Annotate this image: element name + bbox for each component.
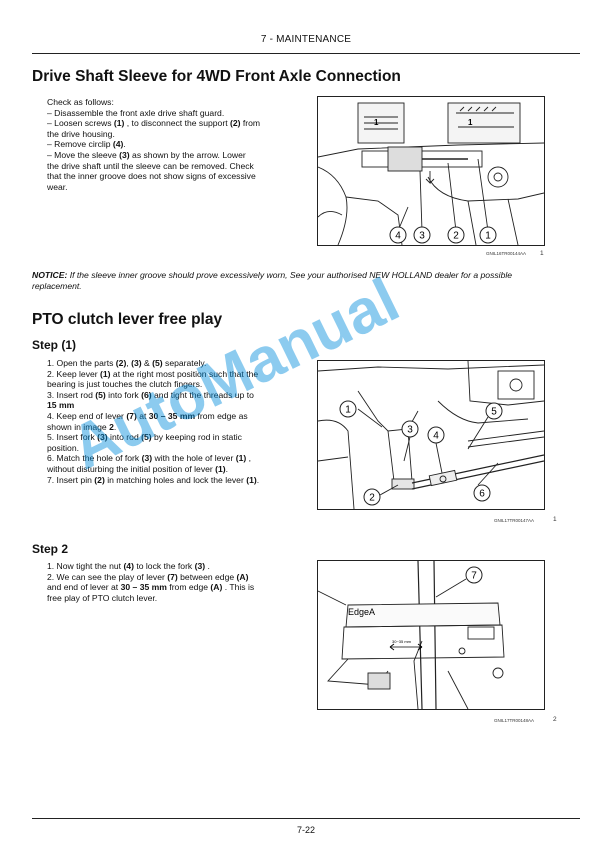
callout-circle: [401, 420, 419, 438]
instruction-line: that the inner groove does not show sign…: [47, 171, 256, 182]
footer-rule: [32, 818, 580, 819]
instruction-line: without disturbing the initial position …: [47, 463, 229, 474]
callout-circle: [389, 226, 407, 244]
drive-shaft-illustration: 1 1 4 3 2 1: [318, 102, 544, 245]
instruction-line: and end of lever at 30 – 35 mm from edge…: [47, 582, 255, 593]
callout-circle: [427, 426, 445, 444]
notice-label: NOTICE:: [32, 270, 68, 280]
instruction-line: – Move the sleeve (3) as shown by the ar…: [47, 149, 246, 160]
callout-label: 4: [433, 431, 439, 442]
callout-label: 6: [479, 489, 485, 500]
notice-paragraph: NOTICE: If the sleeve inner groove shoul…: [32, 270, 562, 291]
page-number: 7-22: [296, 825, 315, 835]
chapter-header: 7 - MAINTENANCE: [260, 34, 352, 45]
callout-label: 3: [407, 425, 413, 436]
figure2-caption: GNIL17TR00147AA: [494, 518, 535, 523]
figure3-number: 2: [553, 716, 557, 723]
figure-pto-step1: 1 3 4 5 2 6: [317, 360, 545, 510]
instruction-line: 5. Insert fork (3) into rod (5) by keepi…: [47, 432, 242, 443]
callout-label: 5: [491, 407, 497, 418]
section-title-pto: PTO clutch lever free play: [32, 311, 223, 328]
instruction-line: 3. Insert rod (5) into fork (6) and tigh…: [47, 389, 254, 400]
pto-lever-illustration: 1 3 4 5 2 6: [318, 361, 544, 509]
step1-instructions: 1. Open the parts (2), (3) & (5) separat…: [47, 358, 297, 485]
figure2-number: 1: [553, 516, 557, 523]
callout-circle: [479, 226, 497, 244]
figure3-caption: GNIL17TR00148AA: [494, 718, 535, 723]
callout-circle: [465, 566, 483, 584]
figure-pto-step2: EdgeA 30~35 mm 7: [317, 560, 545, 710]
instruction-line: the drive housing.: [47, 128, 115, 139]
callout-label: 4: [395, 231, 401, 242]
callout-circle: [363, 488, 381, 506]
figure-drive-shaft-sleeve: 1 1 4 3 2 1: [317, 96, 545, 246]
instruction-line: Check as follows:: [47, 97, 114, 107]
instruction-line: 2. Keep lever (1) at the right most posi…: [47, 368, 259, 379]
instruction-line: 1. Now tight the nut (4) to lock the for…: [47, 561, 210, 571]
step2-title: Step 2: [32, 542, 69, 556]
callout-label: 7: [471, 571, 477, 582]
section-title-drive-shaft: Drive Shaft Sleeve for 4WD Front Axle Co…: [32, 68, 401, 85]
notice-text: If the sleeve inner groove should prove …: [32, 270, 513, 291]
callout-label: 1: [345, 405, 351, 416]
callout-label: 2: [453, 231, 459, 242]
instruction-line: free play of PTO clutch lever.: [47, 592, 158, 603]
instruction-line: position.: [47, 442, 80, 453]
edge-a-label: EdgeA: [348, 607, 375, 617]
instruction-line: 7. Insert pin (2) in matching holes and …: [47, 474, 260, 485]
instruction-line: the drive shaft until the sleeve can be …: [47, 160, 254, 171]
callout-label: 3: [419, 231, 425, 242]
instruction-line: wear.: [47, 181, 68, 192]
instruction-line: 2. We can see the play of lever (7) betw…: [47, 571, 249, 582]
instruction-line: – Remove circlip (4).: [47, 139, 126, 150]
section1-instructions: Check as follows:– Disassemble the front…: [47, 97, 297, 192]
instruction-line: bearing is just touches the clutch finge…: [47, 379, 203, 390]
instruction-line: – Disassemble the front axle drive shaft…: [47, 107, 225, 118]
svg-text:1: 1: [374, 118, 379, 127]
callout-circle: [485, 402, 503, 420]
instruction-line: – Loosen screws (1) , to disconnect the …: [47, 118, 261, 129]
figure1-number: 1: [540, 250, 544, 257]
callout-circle: [339, 400, 357, 418]
header-rule: [32, 53, 580, 54]
instruction-line: 6. Match the hole of fork (3) with the h…: [47, 453, 252, 464]
instruction-line: 15 mm: [47, 400, 75, 411]
callout-label: 1: [485, 231, 491, 242]
dimension-label: 30~35 mm: [392, 639, 412, 644]
instruction-line: 1. Open the parts (2), (3) & (5) separat…: [47, 358, 207, 368]
step2-instructions: 1. Now tight the nut (4) to lock the for…: [47, 561, 297, 603]
svg-text:1: 1: [468, 118, 473, 127]
callout-circle: [413, 226, 431, 244]
step1-title: Step (1): [32, 338, 77, 352]
instruction-line: 4. Keep end of lever (7) at 30 – 35 mm f…: [47, 410, 248, 421]
callout-circle: [473, 484, 491, 502]
callout-label: 2: [369, 493, 375, 504]
callout-circle: [447, 226, 465, 244]
figure1-caption: GNIL16TR00144AA: [486, 251, 527, 256]
pto-free-play-illustration: EdgeA 30~35 mm 7: [318, 561, 505, 709]
instruction-line: shown in image 2.: [47, 421, 117, 432]
